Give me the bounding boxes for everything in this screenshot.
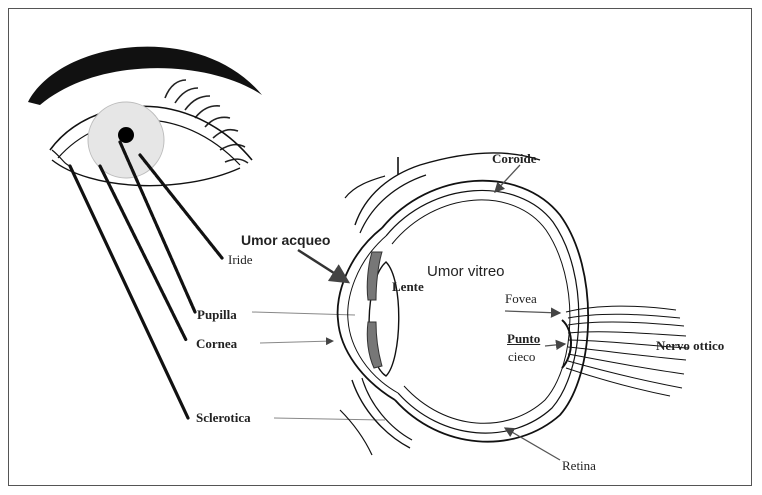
external-eye <box>28 47 262 186</box>
arrow-umor-acqueo <box>298 250 348 282</box>
label-iride: Iride <box>228 253 253 266</box>
pointer-iride <box>140 155 222 258</box>
arrow-coroide <box>495 165 520 192</box>
label-umor-acqueo: Umor acqueo <box>241 233 330 247</box>
label-nervo-ottico: Nervo ottico <box>656 339 724 352</box>
label-cornea: Cornea <box>196 337 237 350</box>
label-pupilla: Pupilla <box>197 308 237 321</box>
label-punto-cieco-2: cieco <box>508 350 535 363</box>
arrow-punto-cieco <box>545 344 565 346</box>
label-fovea: Fovea <box>505 292 537 305</box>
pointer-sclerotica <box>70 166 188 418</box>
label-sclerotica: Sclerotica <box>196 411 251 424</box>
label-coroide: Coroide <box>492 152 537 165</box>
retina <box>392 200 570 423</box>
arrow-fovea <box>505 311 560 313</box>
label-leaders <box>252 312 385 420</box>
label-retina: Retina <box>562 459 596 472</box>
eyebrow <box>28 47 262 105</box>
sclera <box>382 181 588 442</box>
label-punto-cieco-1: Punto <box>507 332 540 345</box>
label-umor-vitreo: Umor vitreo <box>427 264 505 279</box>
external-pointers <box>70 142 222 418</box>
label-lente: Lente <box>392 280 424 293</box>
